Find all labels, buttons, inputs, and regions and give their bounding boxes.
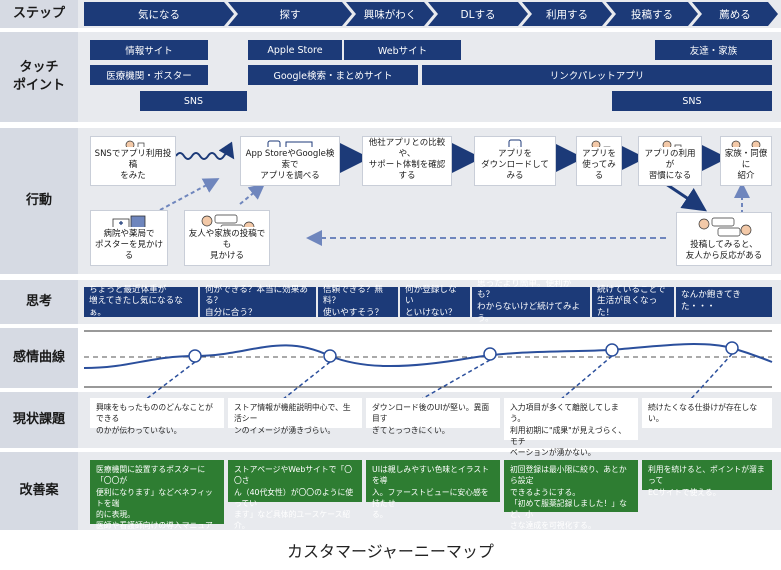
action-post-label: 投稿してみると、 友人から反応がある bbox=[685, 239, 763, 261]
action-use: アプリを 使ってみる bbox=[576, 136, 622, 186]
action-research: App StoreやGoogle検索で アプリを調べる bbox=[240, 136, 340, 186]
emotion-link-2 bbox=[281, 361, 331, 401]
issue-5: 続けたくなる仕掛けが存在しない。 bbox=[642, 398, 772, 428]
improvement-1: 医療機関に設置するポスターに「〇〇が 便利になります」などベネフィットを端 的に… bbox=[90, 460, 224, 553]
row-label-touchpoint: タッチ ポイント bbox=[0, 32, 78, 122]
issue-3: ダウンロード後のUIが堅い。異面目す ぎてとっつきにくい。 bbox=[366, 398, 500, 435]
action-use-label: アプリを 使ってみる bbox=[581, 148, 616, 181]
emotion-link-1 bbox=[144, 361, 196, 401]
thought-6: 続けていることで 生活が良くなった！ bbox=[592, 285, 674, 318]
action-hospital-label: 病院や薬局で ポスターを見かける bbox=[94, 228, 163, 261]
action-sns-post-label: SNSでアプリ利用投稿 をみた bbox=[94, 148, 172, 181]
row-label-thought: 思考 bbox=[0, 280, 78, 324]
row-label-step: ステップ bbox=[0, 0, 78, 28]
touchpoint-google: Google検索・まとめサイト bbox=[248, 65, 418, 85]
emotion-row-bg bbox=[0, 328, 781, 388]
action-research-label: App StoreやGoogle検索で アプリを調べる bbox=[245, 148, 335, 181]
action-compare-label: 他社アプリとの比較や、 サポート体制を確認する bbox=[368, 137, 446, 181]
devices-icon bbox=[267, 140, 313, 147]
emotion-link-4 bbox=[559, 355, 613, 401]
improvement-4: 初回登録は最小限に絞り、あとから設定 できるようにする。 「初めて服薬記録しまし… bbox=[504, 460, 638, 530]
chat-people-icon bbox=[201, 214, 255, 227]
smartphone-icon bbox=[508, 139, 522, 147]
emotion-curve-chart bbox=[83, 330, 773, 401]
stage-kyoumi: 興味がわく bbox=[346, 2, 434, 26]
touchpoint-web-site: Webサイト bbox=[344, 40, 461, 60]
stage-susumeru: 薦める bbox=[692, 2, 778, 26]
action-arrows bbox=[159, 138, 750, 246]
emotion-point-5 bbox=[725, 341, 739, 355]
thought-1: ちょっと最近体重が 増えてきたし気になるなぁ。 bbox=[84, 285, 198, 318]
action-post: 投稿してみると、 友人から反応がある bbox=[676, 212, 772, 266]
improvement-3: UIは親しみやすい色味とイラストを導 入。ファーストビューに安心感を持たせ る。 bbox=[366, 460, 500, 519]
action-recommend: 家族・同僚に 紹介 bbox=[720, 136, 772, 186]
improvement-2: ストアページやWebサイトで「〇〇さ ん（40代女性）が〇〇のように使ってい ま… bbox=[228, 460, 362, 530]
thought-3: 信頼できる？無料？ 使いやすそう？ bbox=[318, 285, 398, 318]
map-caption: カスタマージャーニーマップ bbox=[287, 542, 494, 561]
row-label-emotion: 感情曲線 bbox=[0, 328, 78, 388]
emotion-link-3 bbox=[419, 359, 491, 401]
thought-4: 何か登録しない といけない？ bbox=[400, 285, 470, 318]
issue-4: 入力項目が多くて離脱してしまう。 利用初期に"成果"が見えづらく、モチ ベーショ… bbox=[504, 398, 638, 457]
emotion-point-4 bbox=[605, 343, 619, 357]
hospital-icon bbox=[112, 215, 146, 227]
stage-sagasu: 探す bbox=[228, 2, 352, 26]
touchpoint-sns-left: SNS bbox=[140, 91, 247, 111]
emotion-point-2 bbox=[323, 349, 337, 363]
issue-1: 興味をもったもののどんなことができる のかが伝わっていない。 bbox=[90, 398, 224, 435]
emotion-link-5 bbox=[689, 353, 733, 401]
row-label-action: 行動 bbox=[0, 128, 78, 274]
stage-riyou: 利用する bbox=[522, 2, 612, 26]
row-label-improvement: 改善案 bbox=[0, 452, 78, 530]
action-recommend-label: 家族・同僚に 紹介 bbox=[724, 148, 768, 181]
action-habit-label: アプリの利用が 習慣になる bbox=[644, 148, 696, 181]
touchpoint-clinic-poster: 医療機関・ポスター bbox=[90, 65, 208, 85]
thought-2: 何ができる？本当に効果ある？ 自分に合う？ bbox=[200, 285, 316, 318]
person-phone-icon bbox=[125, 140, 145, 147]
stage-dl: DLする bbox=[428, 2, 528, 26]
action-hospital: 病院や薬局で ポスターを見かける bbox=[90, 210, 168, 266]
thought-7: なんか飽きてきた・・・ bbox=[676, 287, 772, 317]
action-friends-post: 友人や家族の投稿でも 見かける bbox=[184, 210, 270, 266]
action-sns-post: SNSでアプリ利用投稿 をみた bbox=[90, 136, 176, 186]
emotion-point-1 bbox=[188, 349, 202, 363]
emotion-curve-line bbox=[83, 343, 773, 369]
row-label-issue: 現状課題 bbox=[0, 392, 78, 448]
touchpoint-link-palette: リンクパレットアプリ bbox=[422, 65, 772, 85]
person-habit-icon bbox=[662, 140, 682, 147]
person-using-phone-icon bbox=[591, 140, 611, 147]
issue-2: ストア情報が機能説明中心で、生活シー ンのイメージが湧きづらい。 bbox=[228, 398, 362, 435]
thought-5: 思ったより簡単。便利かも？ わからないけど続けてみよう。 bbox=[472, 279, 590, 324]
stage-kininaru: 気になる bbox=[84, 2, 234, 26]
action-habit: アプリの利用が 習慣になる bbox=[638, 136, 702, 186]
action-friends-post-label: 友人や家族の投稿でも 見かける bbox=[188, 228, 266, 261]
touchpoint-sns-right: SNS bbox=[612, 91, 772, 111]
improvement-5: 利用を続けると、ポイントが溜まって ECサイトで使える。 bbox=[642, 460, 772, 497]
action-download: アプリを ダウンロードしてみる bbox=[474, 136, 556, 186]
chat-reaction-icon bbox=[698, 217, 752, 237]
stage-toukou: 投稿する bbox=[606, 2, 698, 26]
touchpoint-apple-store: Apple Store bbox=[248, 40, 342, 60]
two-people-icon bbox=[731, 140, 761, 147]
touchpoint-info-site: 情報サイト bbox=[90, 40, 208, 60]
action-download-label: アプリを ダウンロードしてみる bbox=[481, 148, 549, 181]
action-compare: 他社アプリとの比較や、 サポート体制を確認する bbox=[362, 136, 452, 186]
touchpoint-friends: 友達・家族 bbox=[655, 40, 772, 60]
emotion-point-3 bbox=[483, 347, 497, 361]
